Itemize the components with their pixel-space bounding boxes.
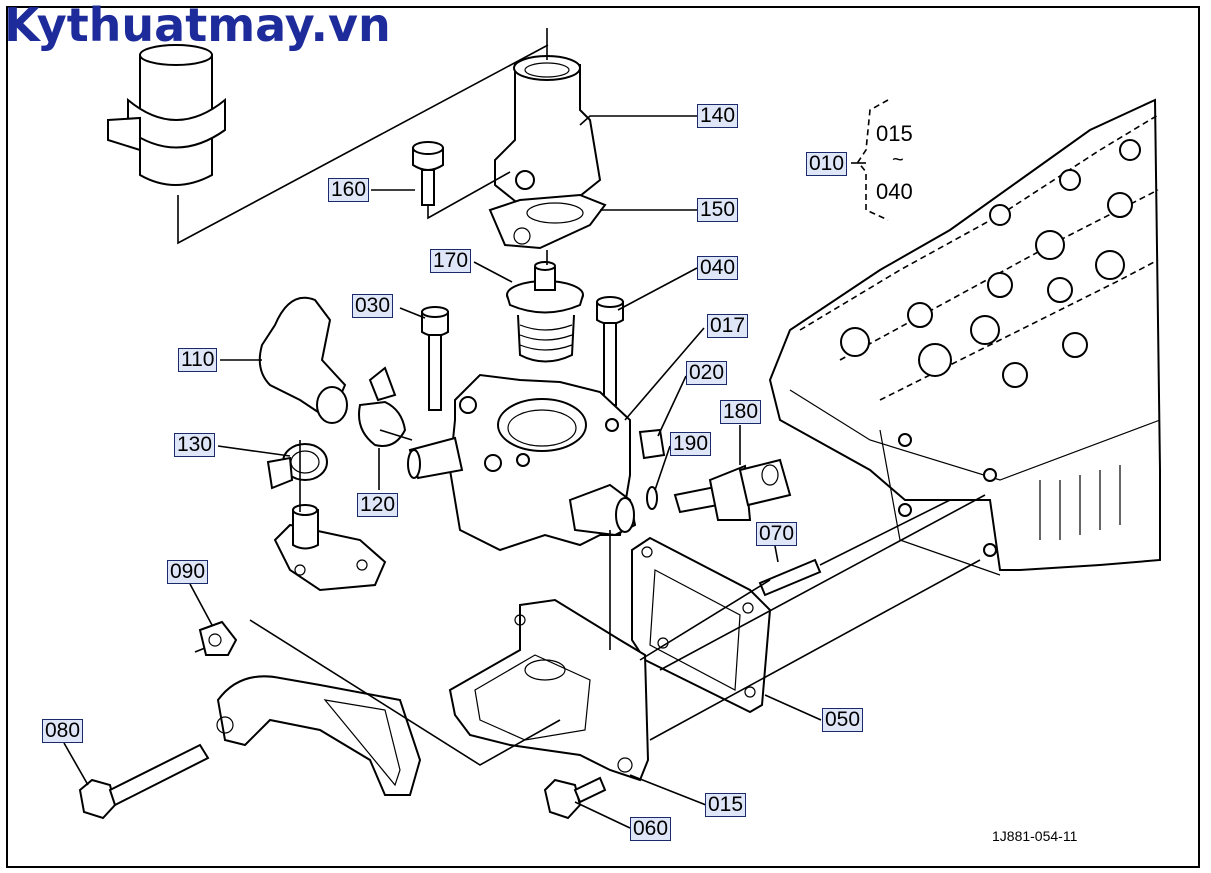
range-bracket	[857, 99, 889, 221]
drawing-frame	[6, 6, 1200, 868]
callout-130[interactable]: 130	[174, 433, 216, 457]
range-start: 015	[876, 121, 913, 146]
callout-150[interactable]: 150	[697, 198, 739, 222]
thermostat-cover	[494, 28, 602, 207]
bypass-hose	[258, 296, 348, 424]
hose-clamp-120	[358, 366, 407, 447]
callout-080[interactable]: 080	[42, 719, 84, 743]
callout-180[interactable]: 180	[720, 400, 762, 424]
cover-bolt	[412, 141, 511, 220]
thermostat-housing	[407, 373, 637, 552]
callout-060[interactable]: 060	[630, 817, 672, 841]
thermostat	[506, 261, 584, 363]
callout-070[interactable]: 070	[756, 522, 798, 546]
site-watermark: Kythuatmay.vn	[4, 0, 391, 52]
cover-gasket	[488, 193, 607, 250]
cylinder-head	[768, 98, 1161, 576]
callout-160[interactable]: 160	[328, 178, 370, 202]
range-tilde: ~	[892, 149, 904, 171]
bolt-060	[543, 776, 607, 820]
callout-110[interactable]: 110	[178, 348, 218, 372]
upper-hose-with-clamp	[107, 44, 549, 245]
callout-020[interactable]: 020	[686, 361, 728, 385]
pipe-flange	[273, 504, 387, 592]
nut-090	[194, 619, 561, 766]
housing-bolts	[421, 296, 624, 411]
water-flange	[448, 598, 650, 782]
drawing-number: 1J881-054-11	[992, 828, 1078, 844]
bolt-080	[78, 743, 210, 820]
callout-017[interactable]: 017	[707, 314, 749, 338]
housing-gasket	[631, 536, 772, 714]
callout-015[interactable]: 015	[705, 793, 747, 817]
leader-lines	[63, 115, 866, 829]
callout-190[interactable]: 190	[670, 432, 712, 456]
callout-140[interactable]: 140	[697, 104, 739, 128]
callout-010[interactable]: 010	[806, 152, 848, 176]
small-fittings	[638, 428, 792, 521]
callout-090[interactable]: 090	[167, 560, 209, 584]
callout-050[interactable]: 050	[822, 708, 864, 732]
range-end: 040	[876, 179, 913, 204]
fan-bracket	[216, 675, 422, 796]
hose-clamp-130	[266, 443, 328, 490]
assembly-lines	[299, 250, 986, 741]
callout-040[interactable]: 040	[697, 256, 739, 280]
callout-120[interactable]: 120	[357, 493, 399, 517]
callout-170[interactable]: 170	[430, 249, 472, 273]
callout-030[interactable]: 030	[352, 294, 394, 318]
